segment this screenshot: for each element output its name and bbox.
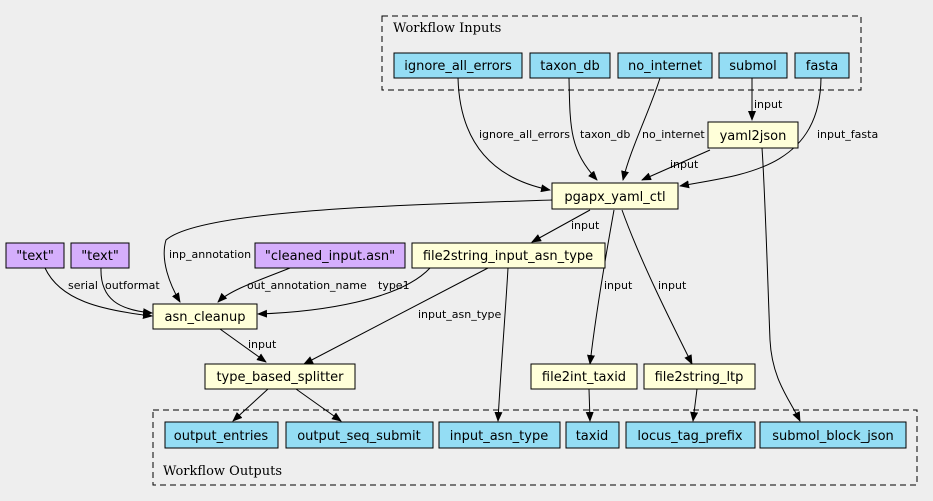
- svg-text:output_seq_submit: output_seq_submit: [297, 429, 421, 444]
- node-type-based-splitter[interactable]: type_based_splitter: [204, 363, 356, 390]
- node-submol-block-json[interactable]: submol_block_json: [759, 421, 907, 449]
- svg-text:file2int_taxid: file2int_taxid: [542, 370, 626, 385]
- edge-label-type1: type1: [378, 279, 410, 292]
- edge-label-ignore-all-errors: ignore_all_errors: [479, 128, 570, 141]
- svg-text:taxid: taxid: [576, 429, 609, 444]
- edge-splitter-output-seq-submit: [295, 388, 342, 422]
- workflow-outputs-cluster: Workflow Outputs: [152, 409, 918, 486]
- edge-input-asn-type-splitter: input_asn_type: [303, 267, 502, 365]
- edge-label-no-internet: no_internet: [642, 128, 705, 141]
- svg-text:pgapx_yaml_ctl: pgapx_yaml_ctl: [564, 190, 665, 205]
- node-fasta[interactable]: fasta: [794, 52, 850, 79]
- svg-text:no_internet: no_internet: [628, 59, 702, 74]
- edge-label-pgapx-file2int: input: [604, 279, 633, 292]
- node-submol[interactable]: submol: [718, 52, 788, 79]
- edge-label-out-annotation-name: out_annotation_name: [247, 279, 367, 292]
- svg-text:submol: submol: [729, 59, 777, 74]
- edge-taxon-db: taxon_db: [568, 77, 630, 181]
- node-pgapx-yaml-ctl[interactable]: pgapx_yaml_ctl: [551, 182, 679, 210]
- edge-label-taxon-db: taxon_db: [580, 128, 630, 141]
- edge-label-serial: serial: [68, 279, 98, 292]
- node-file2string-input-asn-type[interactable]: file2string_input_asn_type: [411, 242, 606, 269]
- node-file2int-taxid[interactable]: file2int_taxid: [530, 363, 638, 390]
- edge-label-yaml-input: input: [670, 158, 699, 171]
- node-input-asn-type[interactable]: input_asn_type: [438, 421, 561, 449]
- svg-text:"text": "text": [16, 249, 54, 264]
- edge-splitter-output-entries: [232, 388, 269, 422]
- svg-text:"text": "text": [81, 249, 119, 264]
- svg-text:taxon_db: taxon_db: [540, 59, 600, 74]
- svg-text:type_based_splitter: type_based_splitter: [216, 370, 344, 385]
- edge-outformat: outformat: [100, 267, 160, 317]
- node-asn-cleanup[interactable]: asn_cleanup: [152, 303, 258, 330]
- node-output-seq-submit[interactable]: output_seq_submit: [285, 421, 434, 449]
- edge-label-pgapx-file2string: input: [571, 219, 600, 232]
- edge-label-input-fasta: input_fasta: [817, 128, 878, 141]
- svg-text:locus_tag_prefix: locus_tag_prefix: [637, 429, 743, 444]
- edge-file2string-input-asn-type: [494, 267, 509, 422]
- node-taxid[interactable]: taxid: [565, 421, 620, 449]
- node-taxon-db[interactable]: taxon_db: [529, 52, 611, 79]
- node-cleaned-input-asn[interactable]: "cleaned_input.asn": [254, 242, 406, 269]
- node-ignore-all-errors[interactable]: ignore_all_errors: [393, 52, 523, 79]
- edge-file2int-taxid: [585, 388, 594, 422]
- edge-submol-input: input: [748, 78, 783, 121]
- edge-pgapx-file2string: input: [531, 209, 600, 243]
- svg-text:"cleaned_input.asn": "cleaned_input.asn": [265, 249, 395, 264]
- edge-pgapx-file2int: input: [587, 209, 633, 365]
- edge-serial: serial: [44, 267, 153, 319]
- edge-label-submol-input: input: [754, 98, 783, 111]
- edge-out-annotation-name: out_annotation_name: [217, 267, 367, 303]
- edge-no-internet: no_internet: [621, 77, 705, 181]
- edge-label-outformat: outformat: [105, 279, 160, 292]
- node-file2string-ltp[interactable]: file2string_ltp: [643, 363, 756, 390]
- edge-inp-annotation: inp_annotation: [163, 199, 553, 303]
- svg-text:input_asn_type: input_asn_type: [450, 429, 548, 444]
- edge-input-fasta: input_fasta: [679, 77, 878, 189]
- svg-text:yaml2json: yaml2json: [720, 129, 787, 144]
- svg-text:asn_cleanup: asn_cleanup: [165, 310, 246, 325]
- svg-text:ignore_all_errors: ignore_all_errors: [404, 59, 512, 74]
- svg-text:output_entries: output_entries: [174, 429, 269, 444]
- node-output-entries[interactable]: output_entries: [164, 421, 279, 449]
- edge-label-inp-annotation: inp_annotation: [169, 248, 251, 261]
- node-yaml2json[interactable]: yaml2json: [707, 121, 799, 149]
- edge-label-input-asn-type: input_asn_type: [418, 308, 502, 321]
- svg-text:file2string_input_asn_type: file2string_input_asn_type: [423, 249, 593, 264]
- workflow-inputs-label: Workflow Inputs: [393, 21, 501, 36]
- edge-label-asn-cleanup-input: input: [248, 338, 277, 351]
- edge-asn-cleanup-input: input: [219, 328, 277, 363]
- node-no-internet[interactable]: no_internet: [617, 52, 713, 79]
- node-locus-tag-prefix[interactable]: locus_tag_prefix: [625, 421, 756, 449]
- edge-yaml-submol-block: [761, 147, 801, 422]
- edge-yaml-input: input: [641, 149, 711, 181]
- svg-text:fasta: fasta: [806, 59, 838, 74]
- edge-label-pgapx-ltp: input: [658, 279, 687, 292]
- workflow-inputs-cluster: Workflow Inputs: [381, 15, 862, 91]
- edge-type1: type1: [257, 267, 431, 318]
- edge-ignore-all-errors: ignore_all_errors: [457, 77, 570, 193]
- svg-text:submol_block_json: submol_block_json: [772, 429, 894, 444]
- node-text-serial[interactable]: "text": [5, 242, 65, 269]
- edge-ltp-locus-tag: [690, 388, 699, 422]
- edge-pgapx-ltp: input: [621, 209, 693, 365]
- node-text-outformat[interactable]: "text": [70, 242, 130, 269]
- svg-text:file2string_ltp: file2string_ltp: [655, 370, 744, 385]
- workflow-outputs-label: Workflow Outputs: [163, 464, 282, 479]
